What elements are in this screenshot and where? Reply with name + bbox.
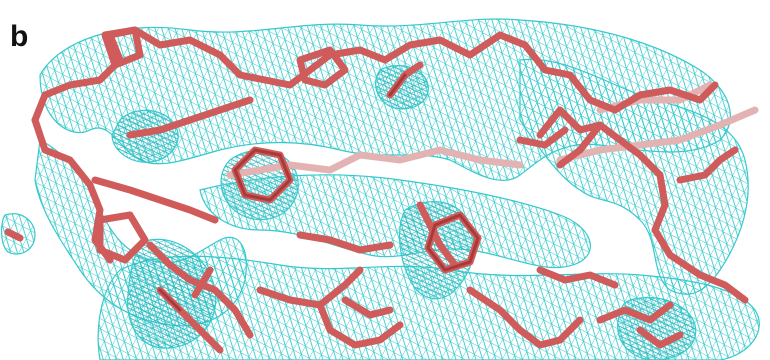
panel-label: b	[10, 20, 29, 53]
stick-model-highlights	[158, 73, 480, 312]
